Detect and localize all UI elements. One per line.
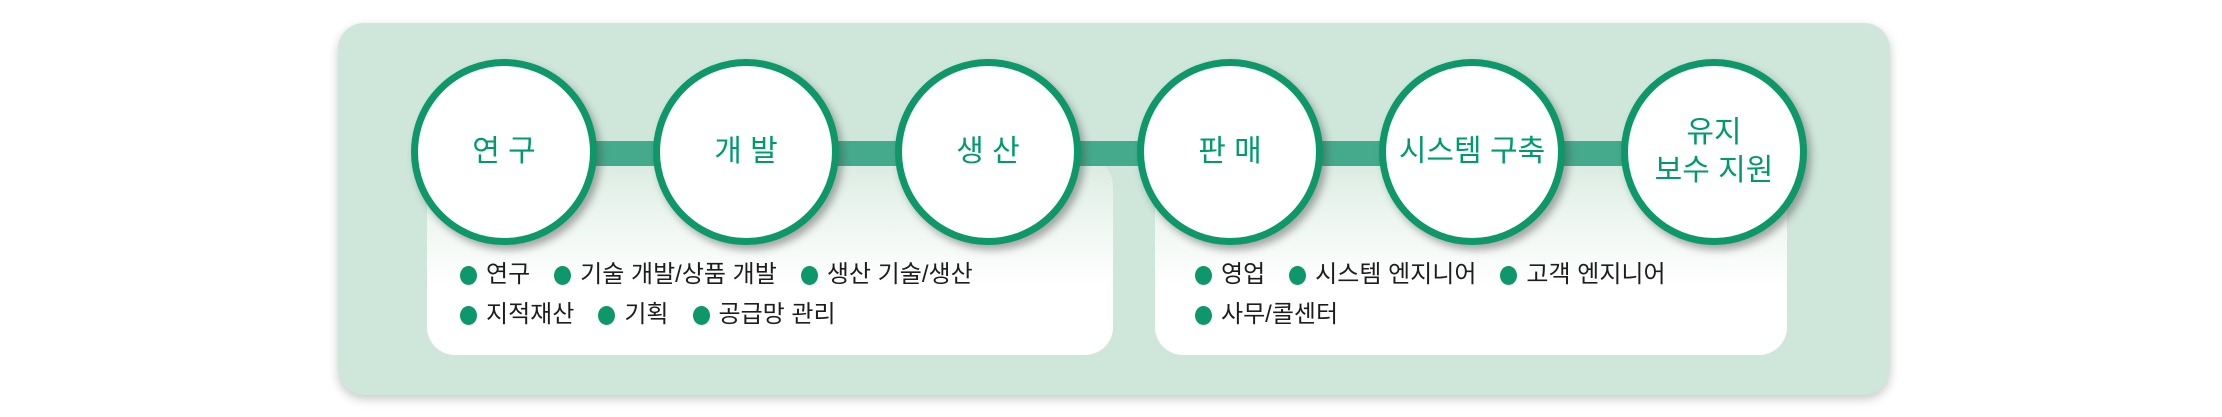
stage-circle-1: 연 구 [411,59,597,245]
job-item-label: 생산 기술/생산 [826,261,973,288]
stage-label: 개 발 [714,135,778,168]
job-item: 고객 엔지니어 [1500,261,1666,288]
job-item-label: 연구 [486,261,531,288]
job-item-label: 고객 엔지니어 [1526,261,1666,288]
bullet-icon [460,305,477,325]
stage-circle-3: 생 산 [895,59,1081,245]
bullet-row: 연구 기술 개발/상품 개발 생산 기술/생산 [460,255,1113,295]
stage-label: 연 구 [472,135,536,168]
job-item: 지적재산 [460,303,574,327]
bullet-icon [800,265,818,285]
bullet-icon [1195,265,1212,285]
stage-circle-2: 개 발 [653,59,839,245]
job-item: 시스템 엔지니어 [1289,263,1476,287]
bullet-icon [1195,305,1212,325]
bullet-icon [692,305,710,325]
stage-circle-5: 시스템 구축 [1379,59,1565,245]
job-item: 영업 [1195,263,1265,287]
job-item-label: 지적재산 [486,301,575,328]
bullet-row: 사무/콜센터 [1195,295,1787,335]
job-item-label: 공급망 관리 [718,301,836,328]
job-item: 생산 기술/생산 [800,261,973,288]
stage-label: 생 산 [956,135,1020,168]
job-item: 기술 개발/상품 개발 [554,263,777,287]
stage-circle-4: 판 매 [1137,59,1323,245]
job-item-label: 영업 [1221,261,1266,288]
bullet-icon [460,265,477,285]
job-item: 기획 [598,301,669,328]
bullet-row: 영업 시스템 엔지니어 고객 엔지니어 [1195,255,1787,295]
job-item-label: 기술 개발/상품 개발 [580,261,777,288]
job-item-label: 사무/콜센터 [1221,301,1339,328]
job-item: 연구 [460,263,530,287]
stage-label: 판 매 [1198,135,1262,168]
stage-circle-6: 유지 보수 지원 [1621,59,1807,245]
job-item-label: 시스템 엔지니어 [1315,261,1477,288]
job-item-label: 기획 [624,301,669,328]
bullet-icon [554,265,572,285]
bullet-icon [598,305,616,325]
bullet-icon [1500,265,1518,285]
stage-label: 유지 보수 지원 [1654,116,1774,187]
bullet-icon [1289,265,1307,285]
job-item: 사무/콜센터 [1195,303,1338,327]
bullet-row: 지적재산 기획 공급망 관리 [460,295,1113,335]
stage-label: 시스템 구축 [1398,135,1546,168]
job-item: 공급망 관리 [692,301,836,328]
